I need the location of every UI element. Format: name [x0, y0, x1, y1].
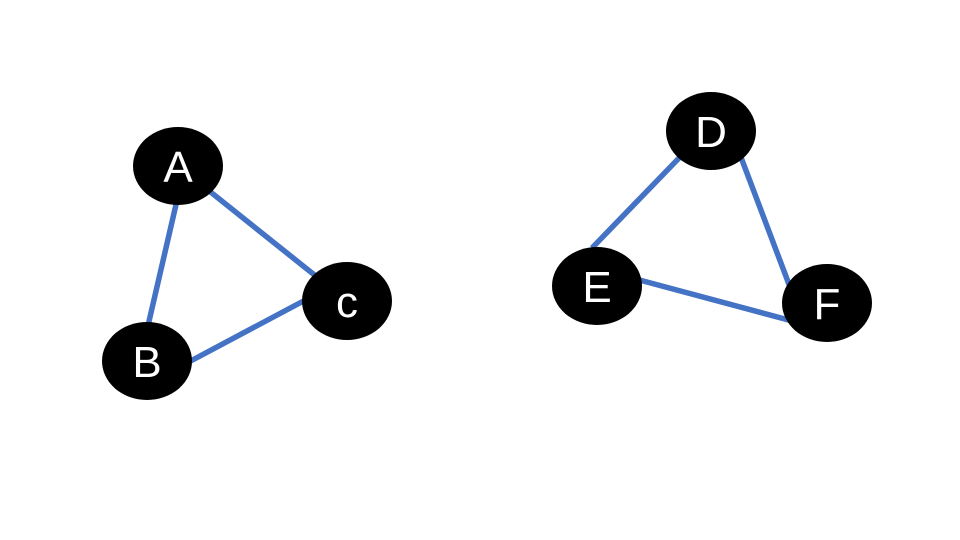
- node-A[interactable]: A: [133, 127, 223, 205]
- node-ellipse-F[interactable]: [782, 264, 872, 342]
- node-label-B: B: [132, 338, 161, 387]
- edge-D-E: [590, 154, 683, 250]
- node-ellipse-B[interactable]: [102, 322, 192, 400]
- edge-D-F: [736, 151, 793, 288]
- node-F[interactable]: F: [782, 264, 872, 342]
- node-ellipse-A[interactable]: [133, 127, 223, 205]
- node-ellipse-c[interactable]: [302, 262, 392, 340]
- node-label-F: F: [814, 280, 841, 329]
- edge-B-c: [183, 294, 313, 367]
- node-ellipse-E[interactable]: [552, 247, 642, 325]
- node-label-D: D: [695, 108, 727, 157]
- edge-A-B: [144, 195, 181, 331]
- node-c[interactable]: c: [302, 262, 392, 340]
- node-label-A: A: [163, 143, 193, 192]
- node-label-c: c: [336, 278, 358, 327]
- node-D[interactable]: D: [666, 92, 756, 170]
- node-E[interactable]: E: [552, 247, 642, 325]
- node-ellipse-D[interactable]: [666, 92, 756, 170]
- node-label-E: E: [582, 263, 611, 312]
- edge-E-F: [631, 275, 797, 325]
- node-B[interactable]: B: [102, 322, 192, 400]
